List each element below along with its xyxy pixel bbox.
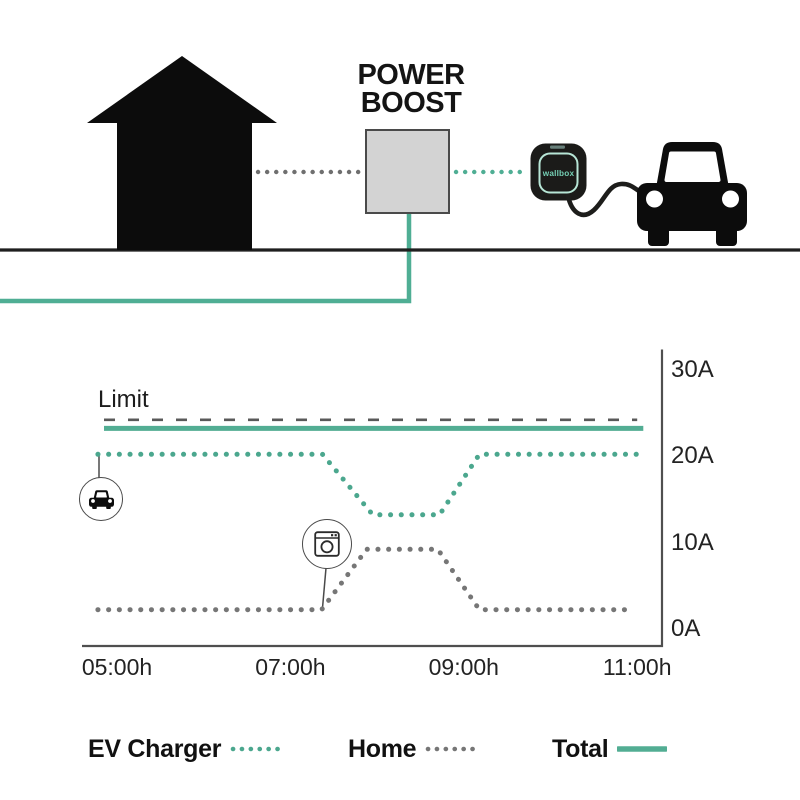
home-marker: [302, 519, 352, 569]
x-tick-05:00h: 05:00h: [81, 654, 153, 680]
charging-cable: [565, 181, 642, 218]
power-boost-title-line2: BOOST: [360, 87, 462, 119]
meter-box: [365, 129, 450, 214]
series-home: [95, 546, 628, 613]
legend-item-ev-charger: EV Charger: [88, 734, 283, 764]
ev-charger-marker: [79, 477, 123, 521]
legend-label-total: Total: [552, 734, 609, 763]
car-icon: [88, 489, 114, 509]
x-tick-07:00h: 07:00h: [255, 654, 326, 680]
legend-label-home: Home: [348, 734, 417, 763]
house-icon: [87, 56, 277, 250]
charger-ring: [538, 152, 579, 194]
car-headlight-left: [646, 190, 663, 208]
chart-lines: [82, 349, 664, 648]
chart-axes: [82, 349, 664, 648]
charger-brand-label: wallbox: [542, 169, 575, 178]
washing-machine-icon: [314, 531, 340, 557]
car-windshield: [664, 151, 721, 182]
car-headlight-right: [722, 190, 739, 208]
y-tick-10A: 10A: [671, 528, 714, 556]
charger-body: [530, 143, 587, 201]
power-boost-title-line1: POWER: [357, 59, 465, 91]
wallbox-charger-icon: wallbox: [530, 143, 587, 201]
legend-item-total: Total: [552, 734, 668, 764]
y-tick-20A: 20A: [671, 442, 714, 470]
limit-label: Limit: [98, 386, 149, 413]
grid-supply-line: [0, 213, 412, 304]
legend-swatch-line-teal: [617, 746, 668, 752]
chart-legend: EV Charger Home Total: [0, 734, 800, 766]
legend-item-home: Home: [348, 734, 478, 764]
legend-swatch-dots-teal: [230, 746, 283, 752]
car-icon: [637, 142, 747, 246]
y-tick-0A: 0A: [671, 615, 701, 642]
x-tick-09:00h: 09:00h: [428, 654, 499, 680]
legend-swatch-dots-gray: [425, 746, 478, 752]
legend-label-ev-charger: EV Charger: [88, 734, 222, 763]
power-boost-title: POWER BOOST: [330, 59, 492, 119]
charger-led: [550, 145, 565, 149]
series-ev-charger: [95, 451, 644, 518]
home-marker-connector: [321, 567, 327, 609]
x-tick-11:00h: 11:00h: [602, 654, 672, 680]
y-tick-30A: 30A: [671, 356, 714, 383]
